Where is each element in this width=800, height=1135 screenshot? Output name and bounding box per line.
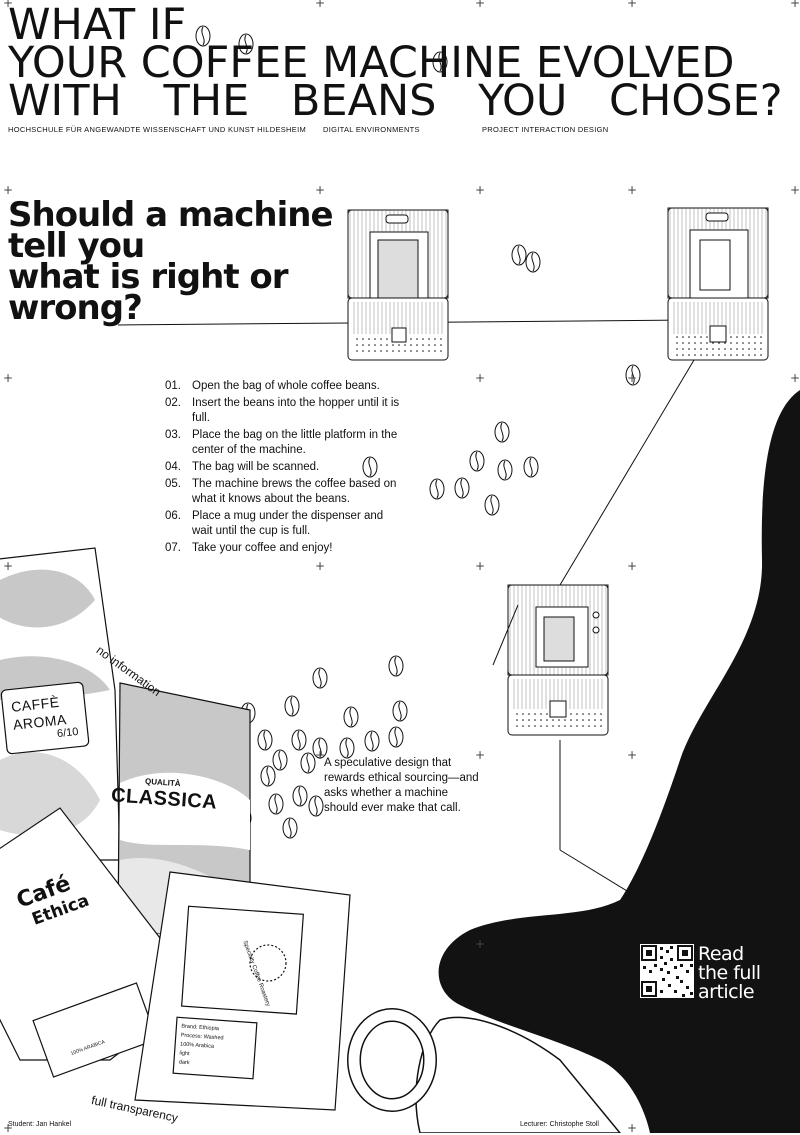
plus-marker: + <box>474 0 486 10</box>
plus-marker: + <box>626 1121 638 1135</box>
step-text: Insert the beans into the hopper until i… <box>192 397 400 424</box>
step-text: Open the bag of whole coffee beans. <box>192 380 380 392</box>
step-item: 02. Insert the beans into the hopper unti… <box>165 396 405 426</box>
plus-marker: + <box>474 371 486 385</box>
plus-marker: + <box>314 0 326 10</box>
question-line: Should a machine <box>8 195 334 235</box>
read-line: the full <box>698 962 761 984</box>
step-number: 05. <box>165 478 181 490</box>
coffee-machine-1 <box>347 209 449 361</box>
step-item: 04. The bag will be scanned. <box>165 460 405 475</box>
aroma-score: 6/10 <box>56 725 79 741</box>
step-item: 07. Take your coffee and enjoy! <box>165 541 405 556</box>
plus-marker: + <box>2 559 14 573</box>
plus-marker: + <box>2 371 14 385</box>
coffee-machine-2 <box>667 207 769 361</box>
title-line: WITH THE BEANS YOU CHOSE? <box>8 76 783 126</box>
step-text: Take your coffee and enjoy! <box>192 542 333 554</box>
bag-caffe-aroma <box>0 547 121 861</box>
qr-code <box>640 944 694 998</box>
plus-marker: + <box>789 371 800 385</box>
step-item: 06. Place a mug under the dispenser and w… <box>165 509 405 539</box>
question-line: what is right or <box>8 257 289 297</box>
step-number: 06. <box>165 510 181 522</box>
step-number: 03. <box>165 429 181 441</box>
read-article-link[interactable]: Read the full article <box>698 945 761 1002</box>
step-number: 04. <box>165 461 181 473</box>
question-line: wrong? <box>8 288 143 328</box>
meta-project: PROJECT INTERACTION DESIGN <box>482 125 609 134</box>
step-item: 01. Open the bag of whole coffee beans. <box>165 379 405 394</box>
plus-marker: + <box>2 0 14 10</box>
meta-school: HOCHSCHULE FÜR ANGEWANDTE WISSENSCHAFT U… <box>8 125 307 134</box>
plus-marker: + <box>314 183 326 197</box>
plus-marker: + <box>626 183 638 197</box>
plus-marker: + <box>474 937 486 951</box>
speculative-caption: A speculative design that rewards ethica… <box>324 757 479 814</box>
meta-program: DIGITAL ENVIRONMENTS <box>323 125 420 134</box>
poster-title: WHAT IF YOUR COFFEE MACHINE EVOLVED WITH… <box>8 0 783 126</box>
plus-marker: + <box>626 748 638 762</box>
plus-marker: + <box>626 0 638 10</box>
title-line: YOUR COFFEE MACHINE EVOLVED <box>8 38 735 88</box>
step-text: Place the bag on the little platform in … <box>192 429 398 456</box>
plus-marker: + <box>314 559 326 573</box>
plus-marker: + <box>2 1121 14 1135</box>
bag-cafe-ethica <box>0 807 201 1078</box>
step-text: The machine brews the coffee based on wh… <box>192 478 397 505</box>
specialty-data-table: Brand: Ethiopia Process: Washed 100% Ara… <box>178 1023 224 1071</box>
plus-marker: + <box>789 183 800 197</box>
plus-marker: + <box>474 559 486 573</box>
read-line: article <box>698 981 755 1003</box>
question-line: tell you <box>8 226 145 266</box>
plus-marker: + <box>314 748 326 762</box>
step-number: 02. <box>165 397 181 409</box>
step-number: 01. <box>165 380 181 392</box>
step-number: 07. <box>165 542 181 554</box>
question-heading: Should a machine tell you what is right … <box>8 195 334 328</box>
title-line: WHAT IF <box>8 0 187 50</box>
footer-lecturer: Lecturer: Christophe Stoll <box>520 1121 599 1128</box>
steps-list: 01. Open the bag of whole coffee beans. 0… <box>165 379 405 558</box>
mug-outline <box>347 1008 621 1133</box>
step-text: Place a mug under the dispenser and wait… <box>192 510 384 537</box>
footer-student: Student: Jan Hankel <box>8 1121 72 1128</box>
step-item: 03. Place the bag on the little platform … <box>165 428 405 458</box>
plus-marker: + <box>474 748 486 762</box>
plus-marker: + <box>474 183 486 197</box>
coffee-splash-shape <box>438 390 800 1133</box>
bag-specialty-roastery <box>134 871 351 1111</box>
plus-marker: + <box>789 0 800 10</box>
read-line: Read <box>698 943 744 965</box>
step-item: 05. The machine brews the coffee based on… <box>165 477 405 507</box>
step-text: The bag will be scanned. <box>192 461 320 473</box>
bag-qualita-classica <box>117 682 251 941</box>
plus-marker: + <box>2 183 14 197</box>
coffee-machine-3 <box>492 584 609 736</box>
plus-marker: + <box>626 371 638 385</box>
plus-marker: + <box>626 559 638 573</box>
